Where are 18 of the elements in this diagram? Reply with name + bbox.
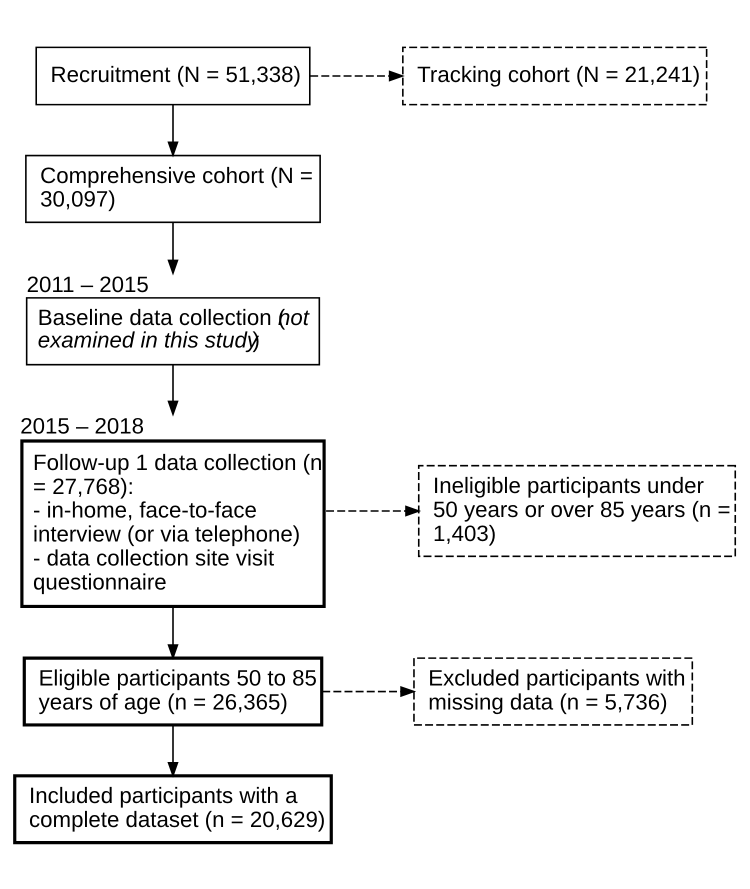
arrow bbox=[167, 222, 179, 276]
node-box: Eligible participants 50 to 85 years of age (n = 26,365) bbox=[22, 656, 324, 726]
node-box: Excluded participants with missing data (n = 5,736) bbox=[413, 656, 694, 726]
node-box: Recruitment (N = 51,338) bbox=[35, 46, 311, 105]
node-label: 2015 – 2018 bbox=[20, 412, 144, 438]
arrow bbox=[167, 607, 179, 660]
node-box: Comprehensive cohort (N = 30,097) bbox=[25, 154, 321, 223]
arrow bbox=[310, 70, 405, 82]
node-box: Follow-up 1 data collection (n = 27,768): - in-home, face-to-face interview (or via telephone) - data collection site visit questionnaire bbox=[20, 438, 326, 608]
node-box: Included participants with a complete dataset (n = 20,629) bbox=[13, 774, 333, 844]
node-box: Ineligible participants under 50 years or over 85 years (n = 1,403) bbox=[418, 464, 736, 557]
arrow bbox=[167, 104, 179, 157]
arrow bbox=[326, 504, 422, 516]
arrow bbox=[167, 364, 179, 416]
arrow bbox=[322, 685, 416, 697]
node-label: 2011 – 2015 bbox=[26, 271, 149, 296]
node-box: Tracking cohort (N = 21,241) bbox=[402, 46, 708, 105]
arrow bbox=[167, 724, 179, 778]
